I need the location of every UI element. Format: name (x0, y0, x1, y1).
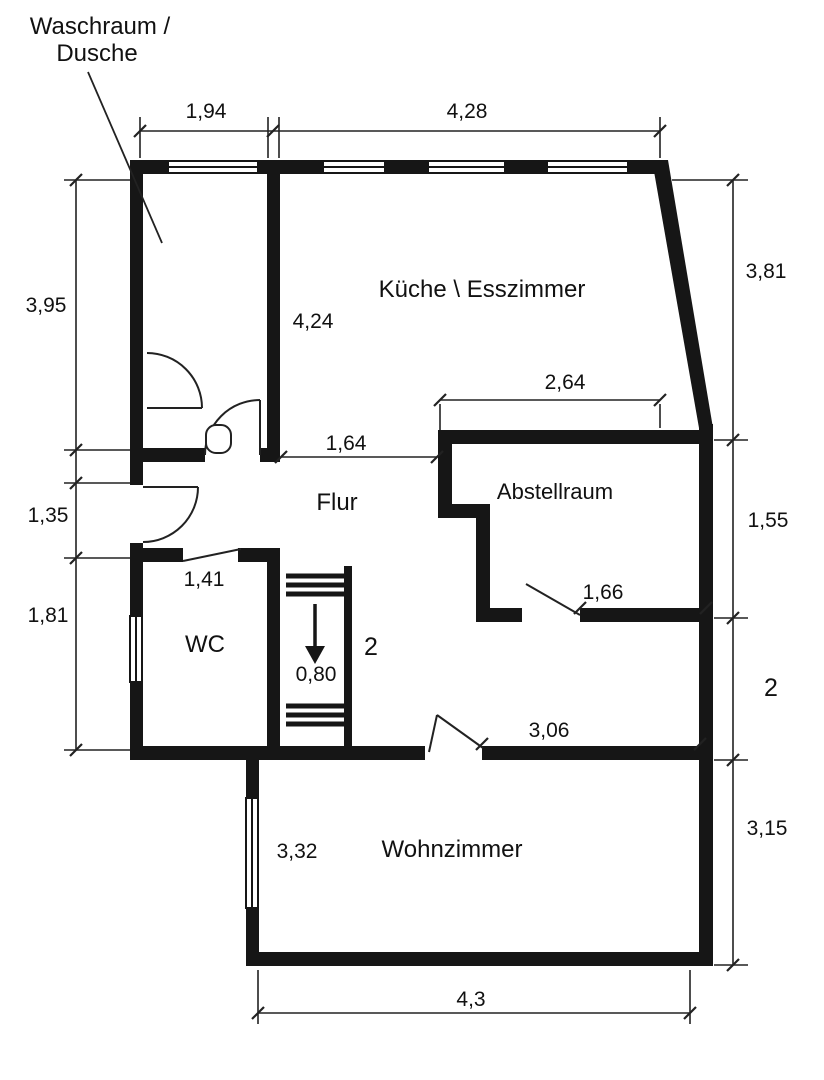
wall-segment (267, 160, 280, 462)
dim-right-mid: 2 (764, 674, 778, 702)
callout-label-line2: Dusche (56, 40, 137, 67)
wall-segment (505, 160, 547, 174)
wall-segment (246, 952, 706, 966)
room-label-kueche: Küche \ Esszimmer (379, 276, 586, 303)
dim-right-wohnzimmer: 3,15 (747, 817, 788, 840)
toilet-fixture (205, 424, 232, 454)
door-leaf (436, 714, 484, 749)
door-leaf (182, 548, 242, 562)
dim-abstellraum-top: 2,64 (545, 371, 586, 394)
wall-segment (580, 608, 706, 622)
dim-stairs-width: 0,80 (296, 663, 337, 686)
wall-segment (476, 504, 490, 622)
dim-left-entry: 1,35 (28, 504, 69, 527)
dim-top-right: 4,28 (447, 100, 488, 123)
stair-arrow-head-icon (305, 646, 325, 664)
room-label-abstellraum: Abstellraum (497, 479, 613, 504)
dim-left-waschraum: 3,95 (26, 294, 67, 317)
dim-stairs-length: 2 (364, 633, 378, 661)
dim-wc-door: 1,41 (184, 568, 225, 591)
wall-segment (476, 608, 522, 622)
wall-segment (260, 448, 280, 462)
wall-segment (246, 908, 259, 966)
wall-segment (267, 548, 280, 753)
wall-segment (130, 746, 425, 760)
wall-segment (246, 746, 259, 798)
door-arc (146, 352, 203, 409)
callout-label-line1: Waschraum / (30, 13, 171, 40)
walls (130, 160, 713, 966)
wall-segment (130, 448, 205, 462)
callout: Waschraum / Dusche (30, 13, 171, 244)
windows (129, 160, 629, 909)
wall-segment (482, 746, 700, 760)
wall-segment (385, 160, 428, 174)
door-arc (142, 486, 199, 543)
room-labels: Küche \ Esszimmer Flur Abstellraum WC Wo… (185, 276, 613, 863)
dim-top-left: 1,94 (186, 100, 227, 123)
dim-flur-opening: 1,64 (326, 432, 367, 455)
dim-wohnzimmer-left: 3,32 (277, 840, 318, 863)
stairs (286, 573, 344, 727)
dim-bottom: 4,3 (456, 988, 485, 1011)
dim-kueche-inner: 4,24 (293, 310, 334, 333)
dimension-lines (64, 117, 748, 1024)
door-leaf (525, 583, 581, 616)
callout-line (87, 71, 163, 244)
wall-segment (130, 548, 183, 562)
door-leaf (428, 714, 438, 753)
dim-right-abstellraum: 1,55 (748, 509, 789, 532)
wall-slanted (652, 160, 713, 428)
room-label-flur: Flur (316, 489, 357, 516)
wall-segment (344, 566, 352, 752)
wall-segment (130, 160, 143, 485)
wall-segment (699, 424, 713, 966)
room-label-wc: WC (185, 631, 225, 658)
dim-right-kueche: 3,81 (746, 260, 787, 283)
dim-abstellraum-door: 1,66 (583, 581, 624, 604)
dimension-ticks (69, 124, 740, 1020)
wall-segment (130, 682, 143, 760)
doors (142, 352, 581, 753)
dimension-labels: 1,94 4,28 3,95 3,81 4,24 2,64 1,64 1,35 … (26, 100, 789, 1011)
dim-left-wc: 1,81 (28, 604, 69, 627)
room-label-wohnzimmer: Wohnzimmer (382, 836, 523, 863)
wall-segment (438, 430, 706, 444)
dim-wohnzimmer-top: 3,06 (529, 719, 570, 742)
